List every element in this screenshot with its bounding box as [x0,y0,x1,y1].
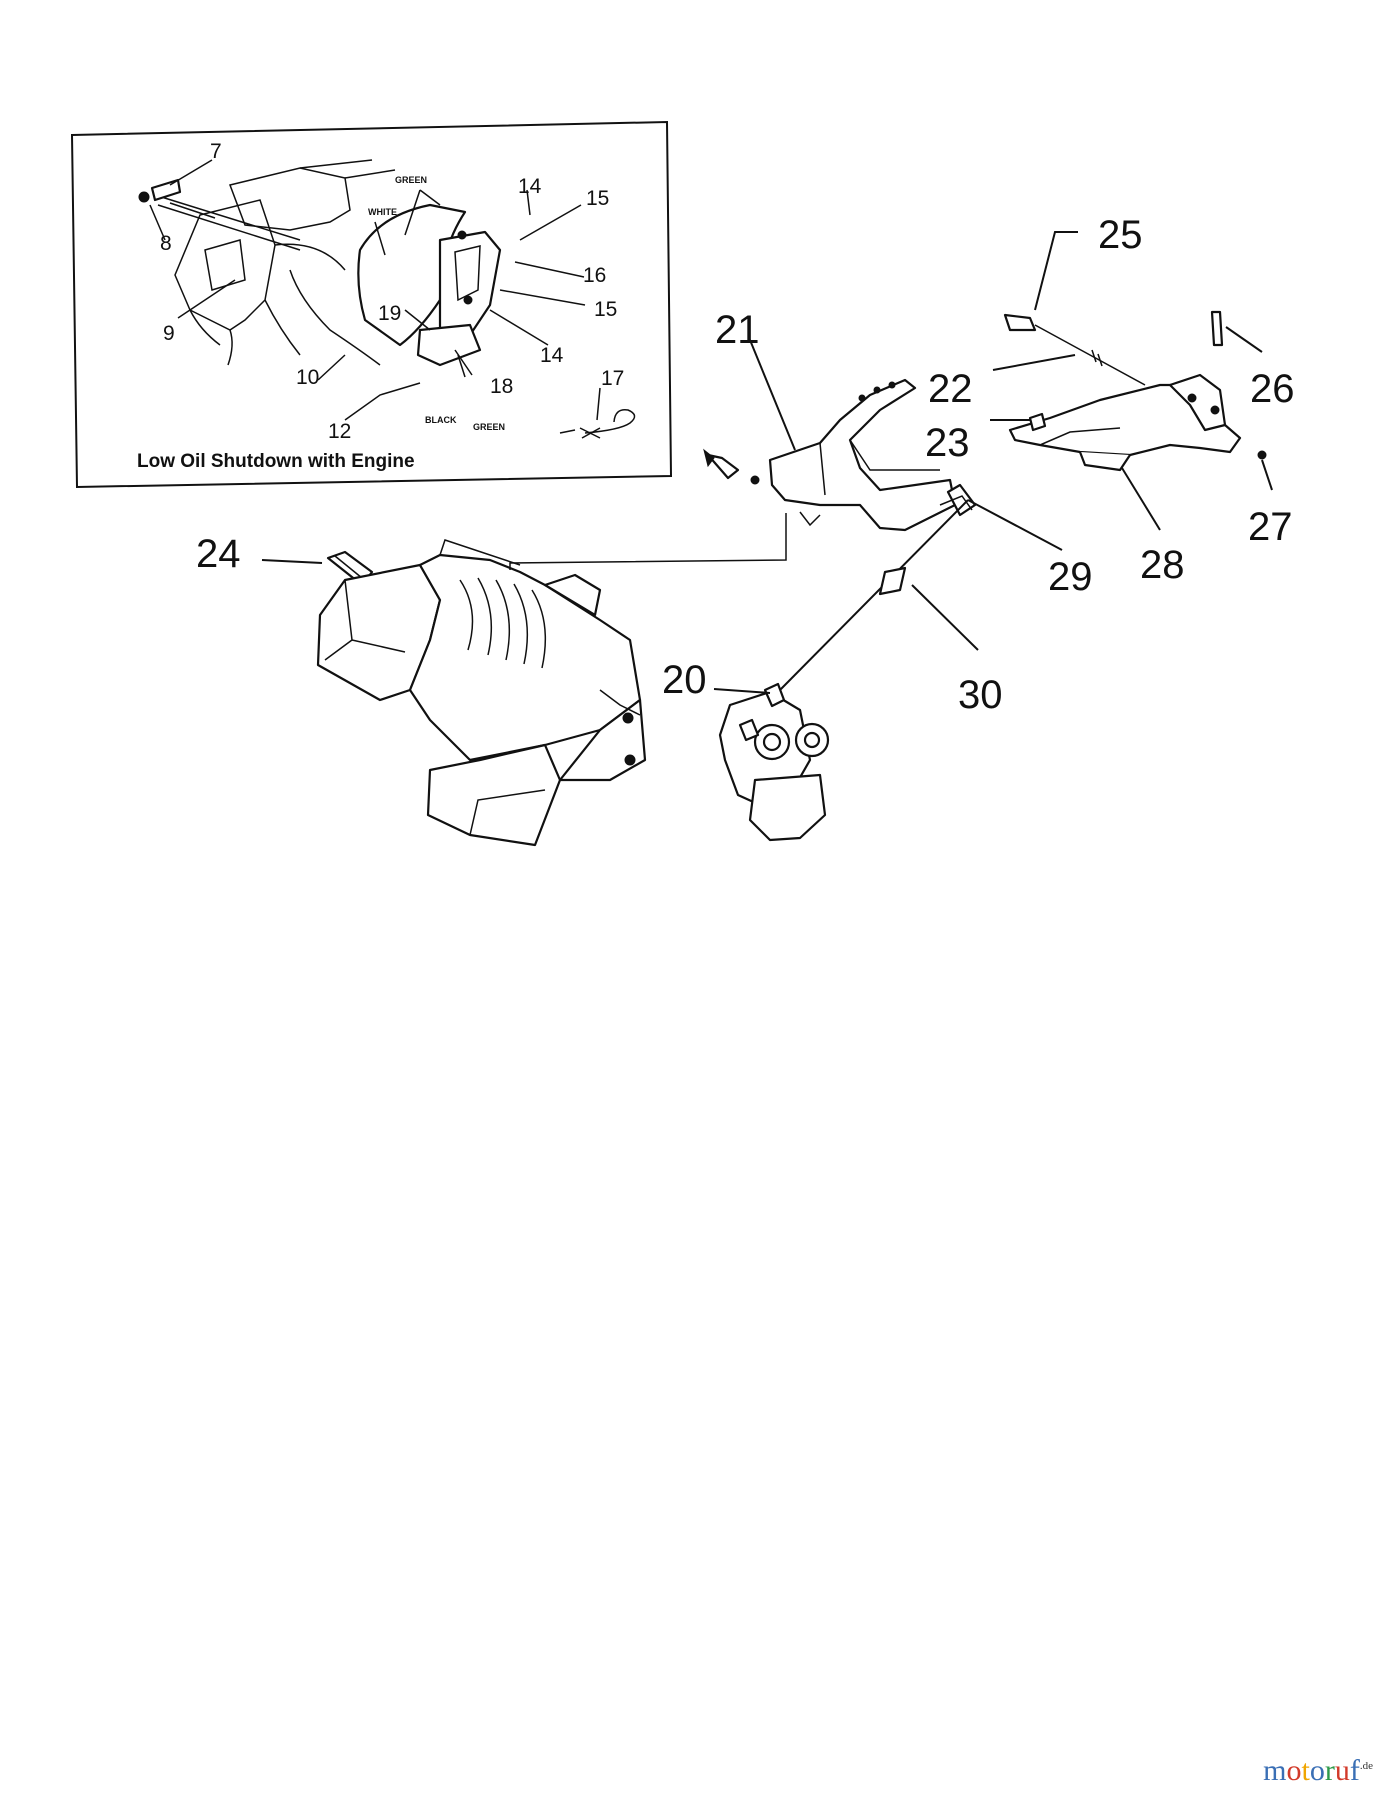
pin-26 [1210,310,1224,347]
leader-20 [261,559,323,564]
callout-28: 28 [1140,543,1185,587]
watermark-letter: f [1349,1754,1360,1787]
inset-callout-7: 7 [210,140,222,163]
callout-24: 23 [925,421,970,465]
inset-callout-14-top: 14 [518,175,542,198]
inset-callout-14-bottom: 14 [540,344,564,367]
inset-frame [70,120,673,489]
callout-21: 21 [715,308,760,352]
inset-callout-19: 19 [378,302,401,325]
carburetor [718,682,830,842]
callout-29: 29 [1048,555,1093,599]
inset-callout-9: 9 [163,322,175,345]
leader-25 [1034,231,1078,311]
callout-20: 24 [196,532,241,576]
inset-leaders [149,159,601,434]
leader-21 [749,339,796,451]
watermark-letter: u [1334,1754,1350,1787]
inset-wire-label-white: WHITE [368,207,397,217]
inset-sensor-bracket [357,203,502,367]
leader-29 [967,499,1063,551]
leader-28 [1121,467,1161,531]
inset-panel: 7 8 9 10 12 14 15 16 15 14 18 19 17 GREE… [70,120,673,489]
inset-wire-label-black: BLACK [425,415,457,425]
callout-23: 22 [928,367,973,411]
callout-30: 30 [958,673,1003,717]
leader-23 [992,354,1076,371]
callout-27: 27 [1248,505,1293,549]
inset-wire-label-green-top: GREEN [395,175,427,185]
leader-30 [911,584,979,651]
inset-callout-15-bottom: 15 [594,298,617,321]
watermark-letter: m [1263,1754,1287,1787]
inset-callout-12: 12 [328,420,351,443]
inset-callout-10: 10 [296,366,319,389]
callout-26: 26 [1250,367,1295,411]
inset-callout-18: 18 [490,375,513,398]
callout-22: 20 [662,658,707,702]
engine-link-line [509,513,787,570]
inset-caption: Low Oil Shutdown with Engine [137,451,415,472]
watermark-letter: o [1309,1754,1325,1787]
inset-callout-8: 8 [160,232,172,255]
nut-24 [1028,412,1047,432]
watermark-letter: o [1286,1754,1302,1787]
watermark-letter: r [1324,1754,1335,1787]
inset-callout-16: 16 [583,264,606,287]
leader-22 [713,688,771,694]
control-bracket [703,378,977,532]
governor-rod [779,495,973,691]
spring-25 [1003,313,1037,332]
watermark-text: motoruf [1263,1754,1360,1787]
leader-26 [1225,326,1263,353]
throttle-bracket [1003,310,1267,472]
leader-27 [1261,459,1273,491]
engine-assembly [316,539,647,847]
inset-callout-15-top: 15 [586,187,609,210]
inset-wire-17 [579,409,636,439]
inset-engine-shroud [154,159,396,366]
inset-screws [138,178,216,219]
bolt-21 [706,453,740,480]
motoruf-watermark: motoruf.de [1263,1754,1373,1788]
inset-wire-label-green-bottom: GREEN [473,422,505,432]
watermark-suffix: .de [1359,1760,1373,1772]
inset-callout-17: 17 [601,367,624,390]
callout-25: 25 [1098,213,1143,257]
watermark-letter: t [1301,1754,1310,1787]
